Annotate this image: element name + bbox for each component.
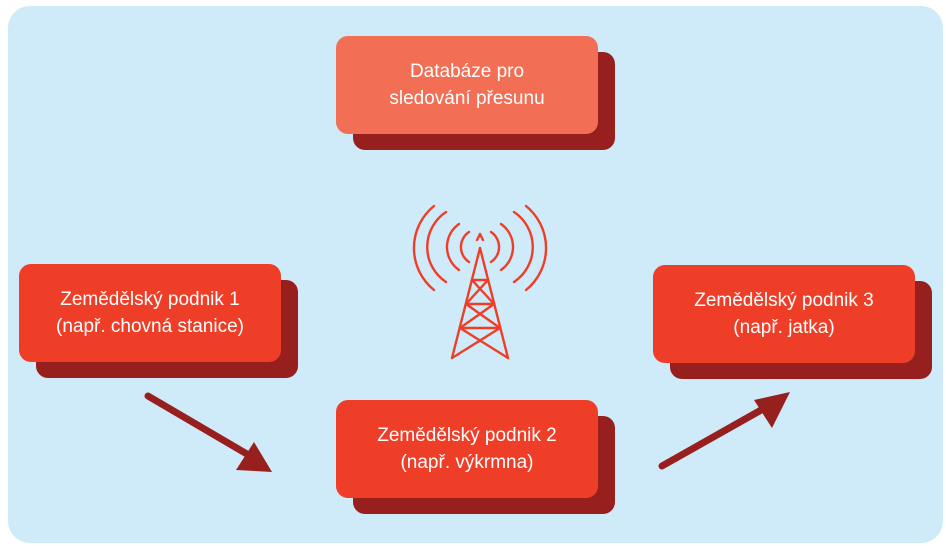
farm-2-box: Zemědělský podnik 2 (např. výkrmna) <box>336 400 598 498</box>
farm-2-label-line1: Zemědělský podnik 2 <box>377 425 557 446</box>
database-label-line1: Databáze pro <box>409 61 525 82</box>
farm-1-box: Zemědělský podnik 1 (např. chovná stanic… <box>19 264 281 362</box>
arrow-icon <box>658 392 790 470</box>
database-label-line2: sledování přesunu <box>389 88 545 109</box>
radio-tower-icon <box>412 204 548 360</box>
farm-2-label-line2: (např. výkrmna) <box>400 452 534 473</box>
farm-1-label-line1: Zemědělský podnik 1 <box>60 289 240 310</box>
farm-3-box: Zemědělský podnik 3 (např. jatka) <box>653 265 915 363</box>
arrow-icon <box>144 392 272 472</box>
database-box: Databáze pro sledování přesunu <box>336 36 598 134</box>
farm-1-label-line2: (např. chovná stanice) <box>56 316 244 337</box>
farm-3-label-line1: Zemědělský podnik 3 <box>694 290 874 311</box>
farm-3-label-line2: (např. jatka) <box>733 317 835 338</box>
